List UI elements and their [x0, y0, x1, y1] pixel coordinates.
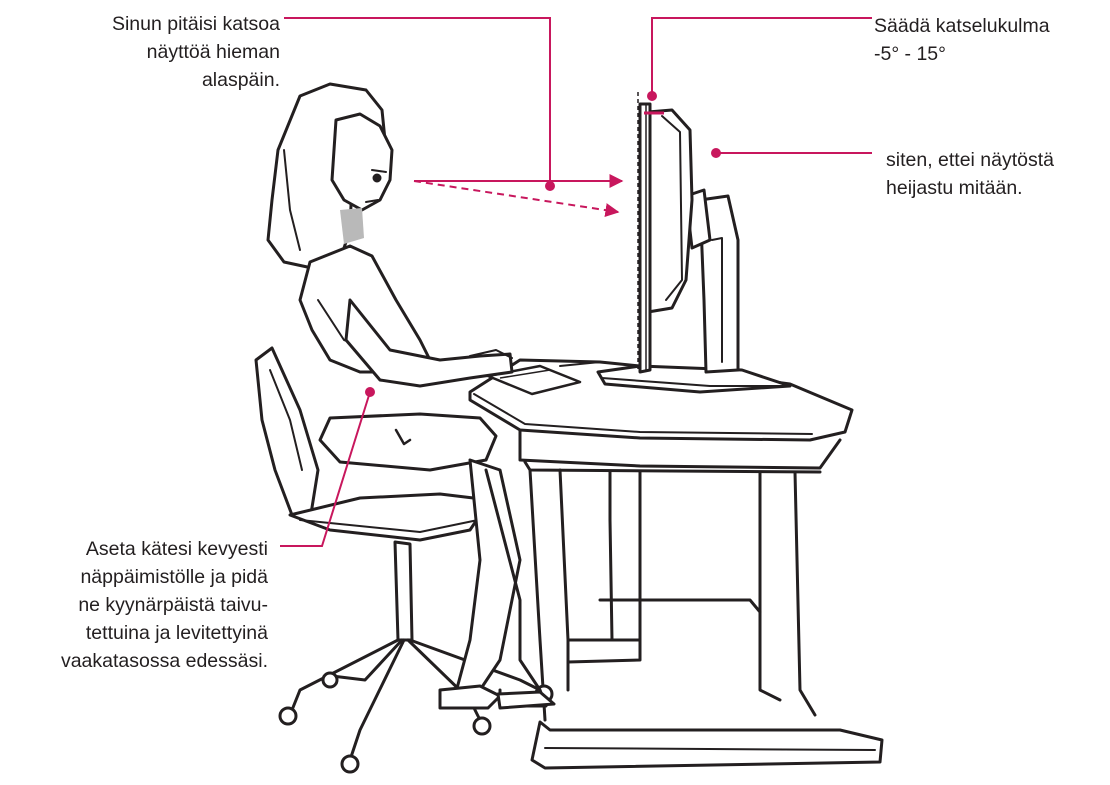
- gaze-annotation-line-1: Sinun pitäisi katsoa: [40, 10, 280, 38]
- tilt-annotation: Säädä katselukulma -5° - 15°: [874, 12, 1110, 68]
- gaze-annotation-line-3: alaspäin.: [40, 66, 280, 94]
- tilt-annotation-line-1: Säädä katselukulma: [874, 12, 1110, 40]
- tilt-dot: [647, 91, 657, 101]
- arms-annotation-line-1: Aseta kätesi kevyesti: [0, 535, 268, 563]
- monitor: [598, 104, 790, 392]
- glare-annotation-line-2: heijastu mitään.: [886, 174, 1110, 202]
- arms-dot: [365, 387, 375, 397]
- gaze-dot: [545, 181, 555, 191]
- glare-annotation: siten, ettei näytöstä heijastu mitään.: [886, 146, 1110, 202]
- gaze-annotation: Sinun pitäisi katsoa näyttöä hieman alas…: [40, 10, 280, 94]
- arms-annotation-line-2: näppäimistölle ja pidä: [0, 563, 268, 591]
- gaze-arrow-dashed: [414, 181, 618, 212]
- arms-annotation-line-4: tettuina ja levitettyinä: [0, 619, 268, 647]
- arms-annotation-line-3: ne kyynärpäistä taivu-: [0, 591, 268, 619]
- arms-annotation: Aseta kätesi kevyesti näppäimistölle ja …: [0, 535, 268, 675]
- tilt-leader-line: [652, 18, 872, 96]
- glare-dot: [711, 148, 721, 158]
- glare-annotation-line-1: siten, ettei näytöstä: [886, 146, 1110, 174]
- gaze-annotation-line-2: näyttöä hieman: [40, 38, 280, 66]
- arms-annotation-line-5: vaakatasossa edessäsi.: [0, 647, 268, 675]
- tilt-annotation-line-2: -5° - 15°: [874, 40, 1110, 68]
